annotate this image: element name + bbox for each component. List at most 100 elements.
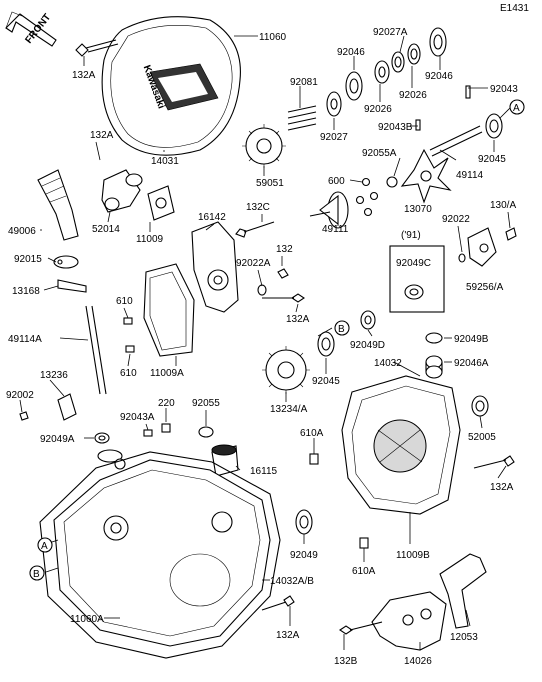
water-elbow-52014 — [101, 169, 143, 213]
label-11009: 11009 — [136, 234, 164, 245]
bracket-12053 — [439, 553, 487, 629]
label-600: 600 — [328, 176, 345, 187]
washer-92022a — [257, 284, 267, 296]
gasket-11060a — [39, 451, 281, 659]
label-132b: 132B — [334, 656, 358, 667]
label-92049: 92049 — [290, 550, 318, 561]
bolt-132a-bottom — [261, 595, 295, 611]
sprocket-cover-14026 — [371, 591, 447, 651]
lever-13168 — [57, 279, 87, 293]
label-16142: 16142 — [198, 212, 226, 223]
diagram-id: E1431 — [500, 3, 529, 14]
label-49111: 49111 — [322, 224, 349, 235]
pump-shaft-49111 — [309, 191, 349, 229]
label-92055a: 92055A — [362, 148, 397, 159]
svg-text:A: A — [41, 541, 48, 552]
label-92015: 92015 — [14, 254, 42, 265]
seal-92049b — [425, 332, 443, 344]
year-91-box: ('91) — [389, 230, 445, 313]
crankcase-cover-14032ab — [53, 449, 271, 647]
oring-92055 — [198, 426, 214, 438]
shaft-49114a — [85, 305, 107, 395]
label-92043: 92043 — [490, 84, 518, 95]
label-92022a: 92022A — [236, 258, 271, 269]
callout-a-bottom: A — [37, 537, 53, 553]
spring-92081 — [287, 105, 317, 131]
label-132a-bottom: 132A — [276, 630, 300, 641]
dowel-610a-b — [359, 537, 369, 549]
pump-cover-16142 — [191, 221, 239, 313]
label-11060a: 11060A — [70, 614, 104, 625]
gasket-11009 — [147, 185, 175, 221]
clamp-92015 — [53, 255, 79, 269]
label-11009a: 11009A — [150, 368, 184, 379]
washer-92027 — [326, 91, 342, 117]
clutch-cover-14032 — [341, 375, 461, 515]
label-132a-hose: 132A — [90, 130, 114, 141]
callout-b-bottom: B — [29, 565, 45, 581]
circlip-92055a — [386, 176, 398, 188]
label-16115: 16115 — [250, 466, 278, 477]
label-220: 220 — [158, 398, 175, 409]
seal-92049a — [94, 432, 110, 444]
label-11060: 11060 — [259, 32, 287, 43]
label-49114: 49114 — [456, 170, 484, 181]
label-92046-b: 92046 — [425, 71, 453, 82]
screw-220 — [161, 423, 171, 433]
washer-92022 — [458, 253, 466, 263]
label-92022: 92022 — [442, 214, 470, 225]
label-52005: 52005 — [468, 432, 496, 443]
dowel-610-b — [125, 345, 135, 353]
label-132c: 132C — [246, 202, 270, 213]
label-13234a: 13234/A — [270, 404, 308, 415]
washer-92026-a — [374, 60, 390, 84]
label-92027: 92027 — [320, 132, 348, 143]
label-132a-pump: 132A — [286, 314, 310, 325]
bearing-92046-a — [345, 71, 363, 101]
label-92049b: 92049B — [454, 334, 489, 345]
label-92027a: 92027A — [373, 27, 408, 38]
kickstart-gear-13234a — [262, 346, 310, 394]
bolt-132c — [235, 221, 275, 238]
bolt-92002 — [19, 411, 29, 421]
label-14032: 14032 — [374, 358, 402, 369]
label-92002: 92002 — [6, 390, 34, 401]
impeller-59256a — [467, 227, 497, 267]
balls-600 — [355, 177, 379, 217]
svg-text:A: A — [513, 103, 520, 114]
dowel-610-a — [123, 317, 133, 325]
label-610-b: 610 — [120, 368, 137, 379]
bolt-130a — [505, 227, 517, 241]
bearing-92046a — [425, 355, 443, 379]
shaft-49114 — [429, 125, 483, 157]
label-92045-mid: 92045 — [312, 376, 340, 387]
label-59051: 59051 — [256, 178, 284, 189]
callout-b-mid: B — [334, 320, 350, 336]
bolt-132b — [339, 621, 383, 635]
label-92043a: 92043A — [120, 412, 155, 423]
label-14031: 14031 — [151, 156, 179, 167]
callout-a-top: A — [509, 99, 525, 115]
gasket-11009a — [143, 263, 195, 357]
label-92026-b: 92026 — [399, 90, 427, 101]
ignition-cover-14031: Kawasaki — [101, 16, 241, 156]
seal-92049d — [360, 310, 376, 330]
washer-92027a — [391, 51, 405, 73]
label-92049d: 92049D — [350, 340, 385, 351]
bearing-92045-mid — [317, 331, 335, 357]
label-59256a: 59256/A — [466, 282, 504, 293]
pin-92043b — [415, 119, 421, 131]
label-92026-a: 92026 — [364, 104, 392, 115]
pin-92043 — [465, 85, 471, 99]
svg-text:B: B — [33, 569, 40, 580]
bolt-132a-right — [473, 455, 515, 469]
seal-92049 — [295, 509, 313, 535]
label-92049c: 92049C — [396, 258, 431, 269]
pin-92043a — [143, 429, 153, 437]
label-13070: 13070 — [404, 204, 432, 215]
hose-49006 — [37, 169, 79, 241]
label-132: 132 — [276, 244, 293, 255]
lever-13236 — [57, 393, 77, 421]
bearing-92046-b — [429, 27, 447, 57]
